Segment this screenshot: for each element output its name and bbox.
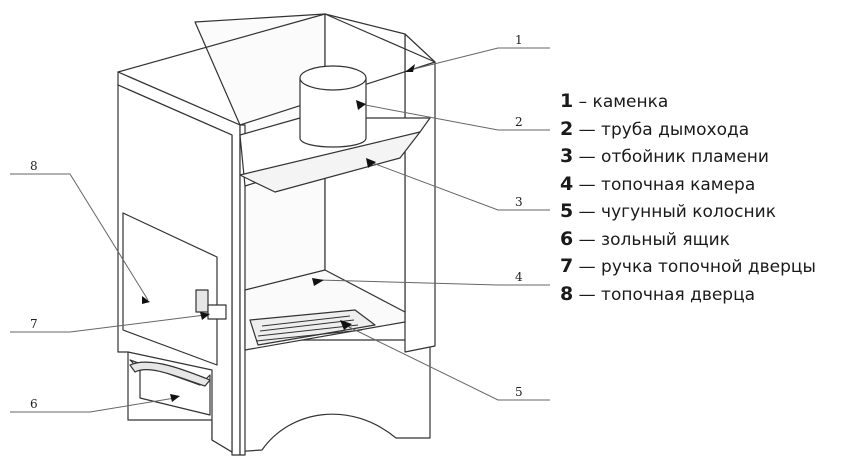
leader-arrows xyxy=(142,64,415,402)
legend-sep: — xyxy=(573,202,602,222)
legend-num: 3 xyxy=(560,145,574,167)
legend-text: чугунный колосник xyxy=(601,202,776,222)
grate-bar xyxy=(257,324,359,337)
leader-3 xyxy=(369,161,550,211)
legend-text: зольный ящик xyxy=(601,229,730,250)
legend-num: 6 xyxy=(560,227,574,250)
leader-6 xyxy=(10,397,176,413)
leader-2 xyxy=(359,103,550,131)
door-handle-latch xyxy=(207,304,227,320)
leader-lines xyxy=(10,47,550,413)
legend-text: каменка xyxy=(592,92,669,112)
callout-7: 7 xyxy=(30,317,38,331)
callout-2: 2 xyxy=(515,115,523,129)
callout-6: 6 xyxy=(30,397,38,411)
legend-num: 4 xyxy=(560,172,574,195)
callout-4: 4 xyxy=(515,270,523,284)
leader-4 xyxy=(317,279,550,286)
arrow-6 xyxy=(170,394,180,402)
stove-right-panel xyxy=(404,33,436,353)
chimney-pipe-top xyxy=(299,65,367,91)
leader-7 xyxy=(10,314,206,333)
legend: 1 – каменка 2 — труба дымохода 3 — отбой… xyxy=(560,88,816,308)
grate-bar xyxy=(259,319,355,332)
legend-text: топочная камера xyxy=(601,174,756,195)
legend-item-1: 1 – каменка xyxy=(560,88,816,116)
leader-5 xyxy=(344,324,550,401)
legend-item-7: 7 — ручка топочной дверцы xyxy=(560,253,816,281)
legend-num: 1 xyxy=(560,90,574,112)
chimney-pipe-body xyxy=(299,77,367,148)
firebox-door xyxy=(122,212,218,366)
leader-1 xyxy=(409,47,550,71)
flame-deflector xyxy=(239,131,421,193)
legend-sep: — xyxy=(573,119,602,140)
arrow-2 xyxy=(356,100,366,110)
legend-sep: – xyxy=(573,92,593,112)
arrow-1 xyxy=(405,64,415,72)
legend-num: 7 xyxy=(560,255,574,277)
callout-5: 5 xyxy=(515,385,523,399)
stove-front-right-column xyxy=(239,124,246,456)
callout-3: 3 xyxy=(515,195,523,209)
leader-8 xyxy=(10,173,149,301)
cast-iron-grate xyxy=(249,309,376,346)
callout-8: 8 xyxy=(30,159,38,173)
ash-drawer-handle xyxy=(129,361,211,387)
legend-sep: — xyxy=(573,257,602,277)
legend-num: 2 xyxy=(560,117,574,140)
legend-num: 5 xyxy=(560,200,574,222)
door-handle xyxy=(195,289,209,313)
legend-text: топочная дверца xyxy=(601,284,756,305)
grate-bars xyxy=(255,315,363,342)
grate-bar xyxy=(261,315,351,327)
callout-1: 1 xyxy=(515,33,523,47)
legend-sep: — xyxy=(573,174,602,195)
arrow-4 xyxy=(312,278,324,286)
arrow-8 xyxy=(142,296,150,304)
legend-item-6: 6 — зольный ящик xyxy=(560,226,816,254)
arrow-7 xyxy=(200,312,210,320)
legend-text: труба дымохода xyxy=(601,119,750,140)
legend-item-3: 3 — отбойник пламени xyxy=(560,143,816,171)
legend-sep: — xyxy=(573,147,602,167)
legend-text: отбойник пламени xyxy=(601,147,769,167)
legend-item-4: 4 — топочная камера xyxy=(560,171,816,199)
legend-item-5: 5 — чугунный колосник xyxy=(560,198,816,226)
arrow-5 xyxy=(340,320,352,330)
arrow-3 xyxy=(366,158,376,168)
legend-text: ручка топочной дверцы xyxy=(601,257,816,277)
legend-num: 8 xyxy=(560,282,574,305)
legend-sep: — xyxy=(573,229,602,250)
legend-sep: — xyxy=(573,284,602,305)
legend-item-8: 8 — топочная дверца xyxy=(560,281,816,309)
legend-item-2: 2 — труба дымохода xyxy=(560,116,816,144)
grate-bar xyxy=(255,329,363,342)
